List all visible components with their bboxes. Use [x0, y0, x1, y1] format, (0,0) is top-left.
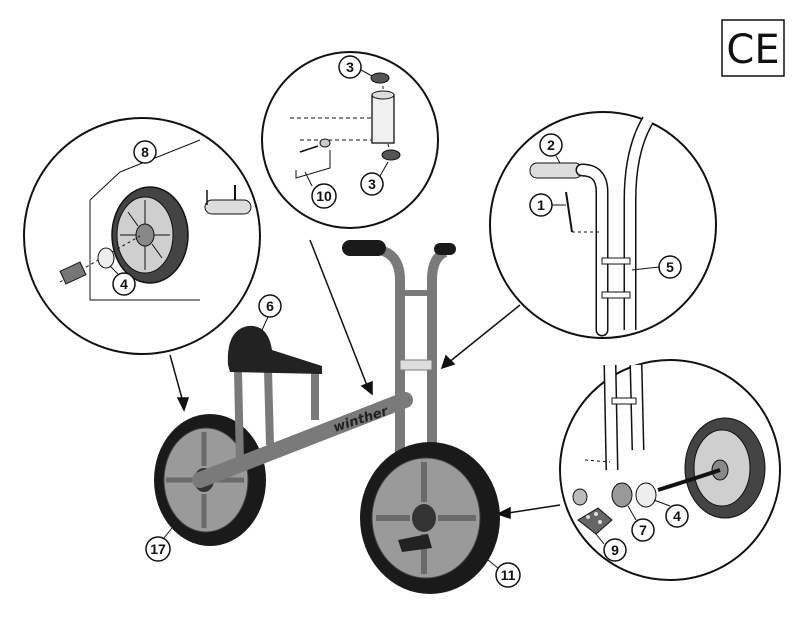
part-label-3-top: 3 [338, 55, 373, 79]
part-label-3-bottom: 3 [360, 161, 389, 196]
svg-text:11: 11 [501, 567, 516, 583]
part-label-5: 5 [631, 255, 682, 279]
part-label-1: 1 [529, 193, 566, 217]
part-label-4-left: 4 [109, 265, 136, 296]
part-label-6: 6 [258, 294, 282, 331]
svg-text:4: 4 [673, 508, 681, 524]
part-label-2: 2 [539, 133, 563, 164]
svg-text:3: 3 [346, 59, 354, 75]
callout-circle-front-axle [559, 359, 781, 581]
callout-circle-rear-axle [23, 117, 261, 355]
svg-text:3: 3 [368, 176, 376, 192]
part-label-11: 11 [487, 559, 521, 588]
ce-mark: CE [721, 19, 785, 77]
part-label-9: 9 [595, 533, 627, 562]
part-labels: 3 3 10 8 4 2 1 [109, 55, 689, 588]
svg-text:17: 17 [150, 541, 166, 557]
svg-text:6: 6 [266, 298, 274, 314]
svg-text:7: 7 [639, 522, 647, 538]
part-label-7: 7 [627, 505, 655, 542]
svg-text:2: 2 [547, 137, 555, 153]
part-label-17: 17 [145, 527, 173, 562]
callout-circle-handlebar [489, 111, 717, 339]
svg-text:5: 5 [666, 259, 674, 275]
callout-circle-seat-post [261, 51, 439, 229]
part-label-4-right: 4 [653, 499, 689, 528]
balance-bike: winther [154, 240, 500, 594]
svg-text:9: 9 [611, 542, 619, 558]
part-label-10: 10 [304, 171, 337, 209]
svg-text:1: 1 [537, 197, 545, 213]
svg-text:8: 8 [141, 144, 149, 160]
leader-arrows [169, 239, 561, 520]
ce-mark-text: CE [726, 27, 779, 73]
part-label-8: 8 [133, 140, 157, 164]
svg-text:4: 4 [120, 276, 128, 292]
svg-text:10: 10 [316, 188, 332, 204]
